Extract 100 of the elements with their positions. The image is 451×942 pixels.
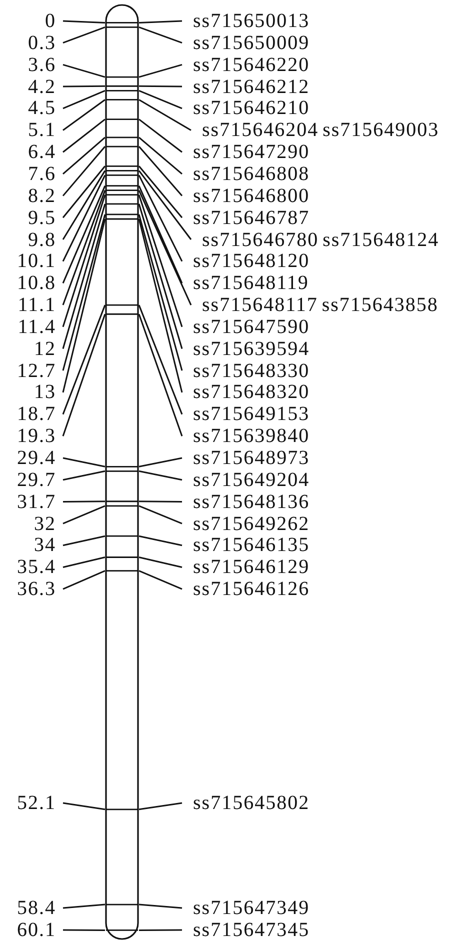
position-label: 12: [34, 338, 56, 359]
leader-line: [138, 570, 182, 590]
leader-line: [138, 64, 182, 78]
position-label: 4.5: [28, 98, 56, 118]
leader-line: [62, 190, 106, 306]
marker-name: ss715647345: [193, 920, 310, 940]
leader-line: [62, 802, 106, 810]
leader-line: [138, 457, 182, 468]
leader-line: [63, 929, 105, 931]
marker-name: ss715647290: [193, 142, 310, 162]
leader-line: [62, 535, 106, 546]
marker-name: ss715648973: [193, 448, 310, 468]
marker-name: ss715639594: [193, 338, 310, 359]
position-label: 18.7: [17, 404, 56, 424]
leader-line: [138, 190, 192, 306]
marker-name: ss715646135: [193, 535, 310, 556]
leader-line: [138, 304, 183, 415]
position-label: 11.1: [18, 295, 56, 316]
leader-line: [139, 929, 182, 931]
marker-name: ss715647349: [193, 898, 310, 918]
leader-line: [62, 204, 106, 349]
position-label: 12.7: [17, 360, 56, 381]
position-label: 8.2: [28, 186, 56, 206]
leader-line: [62, 194, 106, 328]
leader-line: [62, 166, 106, 218]
position-label: 60.1: [17, 920, 56, 940]
position-label: 10.1: [17, 251, 56, 272]
leader-line: [62, 20, 106, 24]
marker-name: ss715649003: [322, 120, 440, 140]
leader-line: [62, 570, 106, 590]
position-label: 32: [34, 514, 56, 534]
leader-line: [62, 314, 106, 436]
leader-line: [62, 457, 106, 468]
marker-name: ss715648119: [193, 273, 309, 294]
leader-line: [62, 26, 106, 44]
leader-line: [62, 904, 106, 909]
leader-line: [138, 136, 182, 175]
position-label: 11.4: [18, 316, 56, 337]
marker-name: ss715643858: [322, 295, 438, 316]
chromosome-bar: [105, 4, 139, 940]
marker-name: ss715639840: [193, 426, 310, 446]
marker-name: ss715648320: [193, 382, 310, 402]
leader-line: [138, 26, 182, 44]
marker-name: ss715649153: [193, 404, 310, 424]
position-label: 29.4: [17, 448, 56, 468]
leader-line: [138, 904, 182, 909]
leader-line: [138, 535, 182, 546]
position-label: 31.7: [17, 492, 56, 512]
leader-line: [138, 20, 182, 24]
leader-line: [62, 185, 106, 284]
leader-line: [62, 90, 106, 110]
marker-name: ss715646780: [202, 230, 319, 250]
leader-line: [62, 304, 106, 415]
position-label: 3.6: [28, 54, 56, 75]
leader-line: [62, 146, 106, 196]
marker-name: ss715646787: [193, 208, 310, 228]
leader-line: [62, 64, 106, 78]
leader-line: [62, 118, 106, 153]
marker-name: ss715648136: [193, 492, 310, 512]
marker-name: ss715648330: [193, 360, 310, 381]
marker-name: ss715648117: [202, 295, 318, 316]
marker-name: ss715646800: [193, 186, 310, 206]
leader-line: [62, 470, 106, 481]
position-label: 10.8: [17, 273, 56, 294]
leader-line: [62, 174, 106, 262]
leader-line: [139, 85, 182, 88]
marker-name: ss715647590: [193, 316, 310, 337]
leader-line: [62, 556, 106, 568]
position-label: 13: [34, 382, 56, 402]
position-label: 0: [45, 11, 56, 31]
leader-line: [62, 505, 106, 524]
position-label: 5.1: [28, 120, 56, 140]
position-label: 58.4: [17, 898, 56, 918]
leader-line: [138, 556, 182, 568]
leader-line: [138, 146, 183, 196]
marker-name: ss715650013: [193, 11, 310, 31]
position-label: 52.1: [17, 793, 56, 813]
leader-line: [138, 470, 182, 481]
marker-name: ss715646808: [193, 164, 310, 184]
leader-line: [138, 802, 182, 810]
position-label: 9.5: [28, 208, 56, 228]
marker-name: ss715648124: [322, 230, 440, 250]
leader-line: [63, 500, 105, 502]
leader-line: [62, 170, 106, 240]
leader-line: [138, 90, 182, 110]
marker-name: ss715649262: [193, 514, 310, 534]
marker-name: ss715650009: [193, 32, 310, 53]
marker-name: ss715646220: [193, 54, 310, 75]
leader-line: [138, 314, 183, 436]
leader-line: [138, 204, 183, 349]
position-label: 29.7: [17, 470, 56, 490]
leader-line: [138, 174, 183, 262]
leader-line: [138, 505, 182, 524]
leader-line: [63, 85, 105, 88]
marker-name: ss715648120: [193, 251, 310, 272]
marker-name: ss715649204: [193, 470, 310, 490]
leader-line: [138, 185, 183, 284]
leader-line: [62, 136, 106, 175]
leader-line: [62, 99, 106, 131]
leader-line: [138, 118, 182, 153]
